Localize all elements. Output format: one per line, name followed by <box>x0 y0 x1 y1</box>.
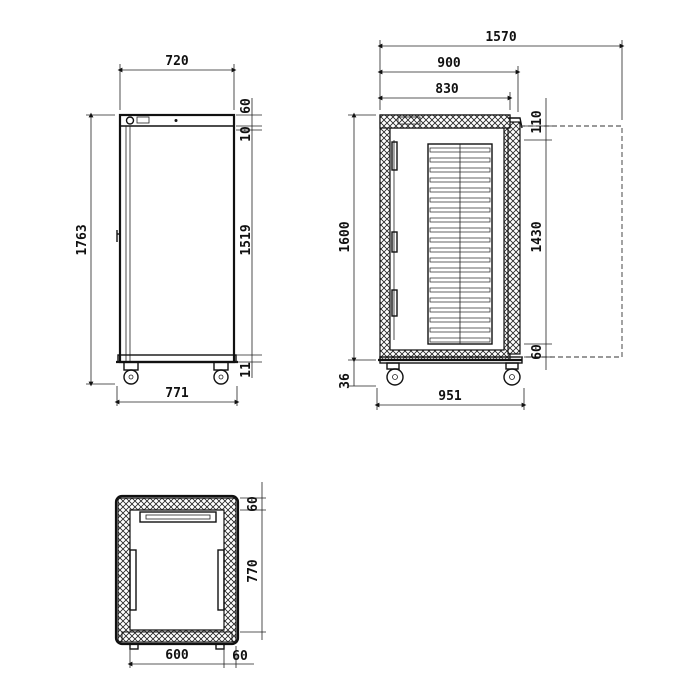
side-control-box <box>397 116 421 125</box>
dim-side-depth-open: 1570 <box>485 30 516 45</box>
tray-shelves <box>429 147 491 343</box>
dim-side-door-bottom: 60 <box>530 344 545 360</box>
side-rail-middle <box>391 231 398 253</box>
tray-shelf <box>429 297 491 303</box>
tray-shelf <box>429 227 491 233</box>
tray-shelf <box>429 197 491 203</box>
tray-shelf <box>429 247 491 253</box>
dim-side-depth-total: 900 <box>437 56 461 71</box>
tray-shelf <box>429 267 491 273</box>
tray-shelf <box>429 187 491 193</box>
dim-front-base-gap: 11 <box>239 362 254 378</box>
dim-plan-inner-width: 600 <box>165 648 189 663</box>
front-caster-left <box>123 361 139 385</box>
dim-plan-wall-top: 60 <box>246 496 261 512</box>
display-panel-icon <box>136 116 150 124</box>
tray-shelf <box>429 147 491 153</box>
tray-shelf <box>429 327 491 333</box>
dim-plan-wall-side: 60 <box>232 649 248 664</box>
front-body-outline <box>118 113 236 364</box>
dim-front-width-base: 771 <box>165 386 189 401</box>
tray-shelf <box>429 237 491 243</box>
door-swing-outline <box>520 125 623 358</box>
indicator-light-icon <box>174 119 178 122</box>
side-door-handle <box>508 117 523 129</box>
side-caster-left <box>386 362 404 386</box>
tray-shelf <box>429 177 491 183</box>
tray-shelf <box>429 157 491 163</box>
plan-view: 60 770 600 60 <box>114 482 266 668</box>
plan-rail-left <box>129 549 137 611</box>
tray-shelf <box>429 277 491 283</box>
front-caster-right <box>213 361 229 385</box>
tray-shelf <box>429 287 491 293</box>
control-knob-icon <box>125 116 135 125</box>
tray-shelf <box>429 337 491 343</box>
dim-side-depth-body: 830 <box>435 82 459 97</box>
tray-shelf <box>429 257 491 263</box>
dim-front-top-panel: 60 <box>239 98 254 114</box>
tray-shelf <box>429 217 491 223</box>
plan-rail-right <box>217 549 225 611</box>
dim-front-width-top: 720 <box>165 54 189 69</box>
dim-side-caster: 36 <box>338 373 353 389</box>
dim-side-height-door: 1430 <box>530 221 545 252</box>
plan-top-rail <box>139 511 217 523</box>
front-view: 720 1763 60 10 1519 11 771 <box>75 54 262 406</box>
side-caster-right <box>503 362 521 386</box>
tray-shelf <box>429 167 491 173</box>
dim-side-height-body: 1600 <box>338 221 353 252</box>
tray-shelf <box>429 207 491 213</box>
dim-front-height-total: 1763 <box>75 224 90 255</box>
tray-shelf <box>429 307 491 313</box>
dim-side-depth-base: 951 <box>438 389 462 404</box>
side-rail-upper <box>391 141 398 171</box>
dim-side-door-top: 110 <box>530 110 545 134</box>
dim-plan-inner-depth: 770 <box>246 559 261 583</box>
side-door-panel <box>507 121 521 355</box>
tray-shelf <box>429 317 491 323</box>
side-view: 1570 900 830 1600 36 110 1430 60 951 <box>338 30 625 410</box>
side-rail-lower <box>391 289 398 317</box>
dim-front-height-body: 1519 <box>239 224 254 255</box>
dim-front-top-gap: 10 <box>239 126 254 142</box>
side-tray-rack <box>427 143 493 345</box>
